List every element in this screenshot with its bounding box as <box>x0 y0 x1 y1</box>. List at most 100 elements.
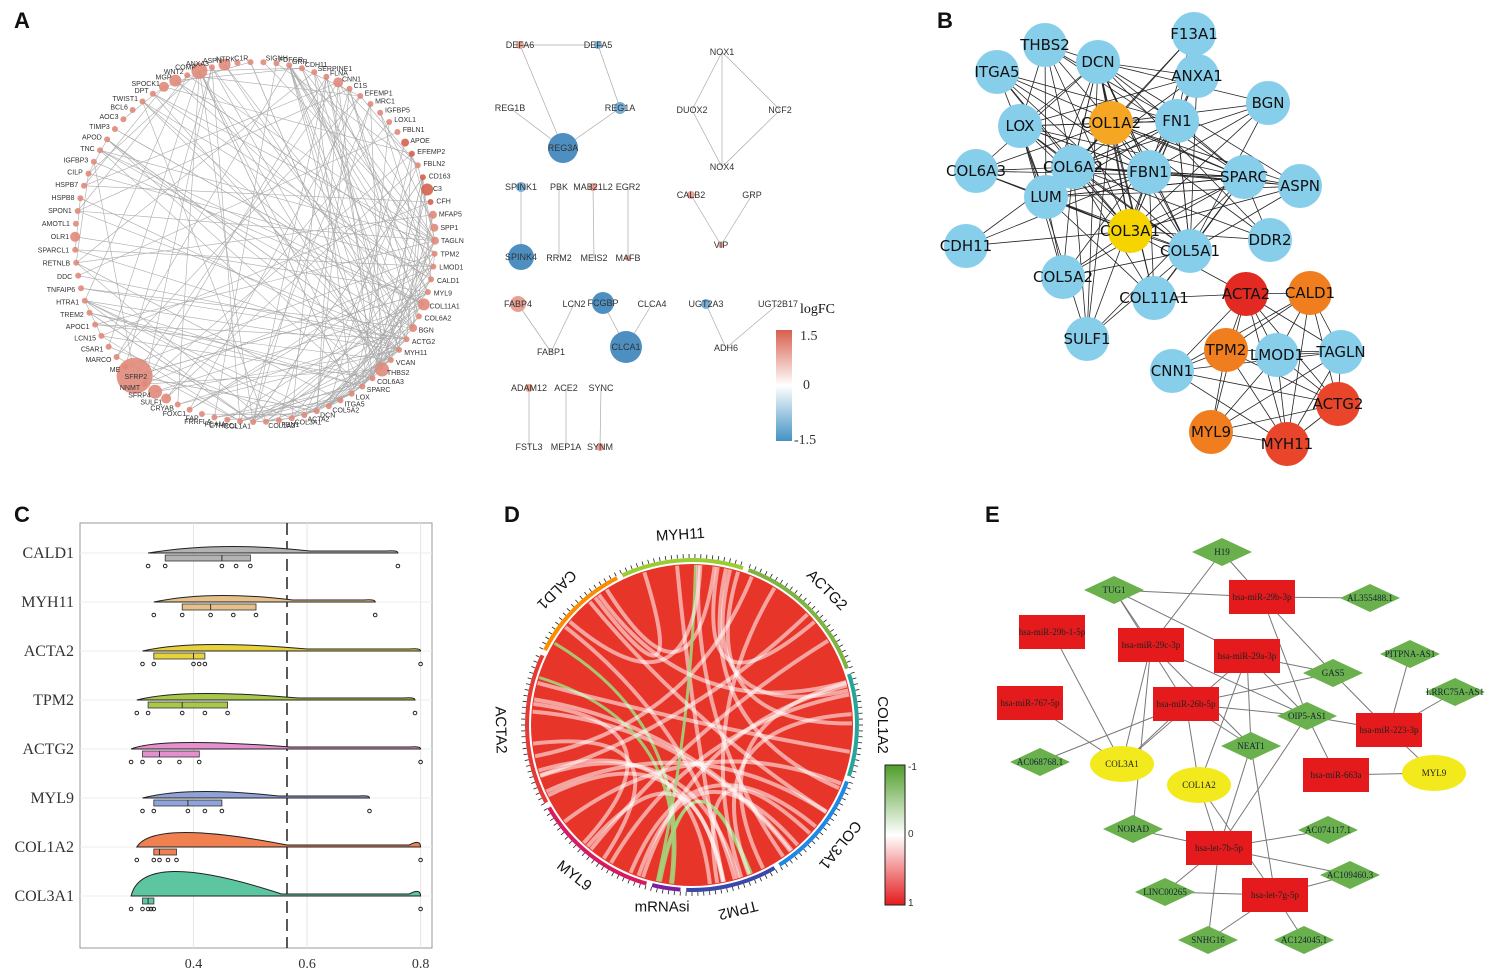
gene-label-reg3a: REG3A <box>548 143 579 153</box>
data-point-tpm2 <box>145 710 151 716</box>
gene-label-col6a2: COL6A2 <box>425 316 452 323</box>
ppi-label-myl9: MYL9 <box>1191 423 1231 441</box>
chord-tick <box>848 781 853 784</box>
data-point-acta2 <box>202 661 208 667</box>
chord-tick <box>577 848 581 853</box>
chord-tick <box>533 660 538 663</box>
chord-tick <box>717 556 720 561</box>
gene-node-col1a2 <box>263 418 269 425</box>
ppi-label-cald1: CALD1 <box>1285 284 1335 302</box>
mirna-node-hsa-mir-29c-3p <box>1118 628 1184 662</box>
data-point-myh11 <box>208 612 213 618</box>
chord-tick <box>635 563 638 568</box>
network-edge <box>144 67 213 385</box>
gene-label-ntrk: NTRK <box>216 56 235 63</box>
chord-tick <box>601 866 604 871</box>
gene-node-cfh <box>427 199 434 205</box>
gene-label-reg1a: REG1A <box>605 103 636 113</box>
lncrna-label-linc00265: LINC00265 <box>1143 887 1187 897</box>
gene-label-sparc: SPARC <box>367 387 391 394</box>
ppi-edge <box>1097 61 1271 241</box>
cerna-edge <box>1218 715 1308 849</box>
gene-label-adh6: ADH6 <box>714 343 738 353</box>
chord-tick <box>815 610 820 614</box>
chord-tick <box>794 856 798 860</box>
ppi-node-col11a1 <box>1132 276 1176 320</box>
chord-tick <box>723 557 725 562</box>
gene-node-apoc1 <box>92 321 99 328</box>
ppi-edge <box>1044 44 1178 122</box>
gene-label-cfh: CFH <box>436 199 450 206</box>
chord-ribbon <box>636 790 800 877</box>
network-edge <box>89 312 254 423</box>
network-edge <box>84 75 188 301</box>
chord-tick <box>535 655 540 658</box>
chord-tick <box>734 559 737 564</box>
gene-label-hspb7: HSPB7 <box>55 182 78 189</box>
ppi-edge <box>1072 166 1088 340</box>
y-tick-label-myh11: MYH11 <box>21 594 74 611</box>
chord-tick <box>729 558 731 563</box>
network-edge <box>288 65 432 280</box>
gene-node-lcn15 <box>98 332 105 339</box>
chord-tick <box>548 631 553 635</box>
chord-ribbon <box>553 641 677 884</box>
ppi-edge <box>1129 185 1301 232</box>
gene-label-marco: MARCO <box>85 357 112 364</box>
gene-node-spink1 <box>516 182 526 192</box>
chord-sector-myh11 <box>621 558 744 578</box>
gene-label-frrfla: FRRFLA <box>184 419 212 426</box>
density-cloud-cald1 <box>148 545 399 554</box>
gene-label-tpm2: TPM2 <box>441 252 460 259</box>
density-cloud-col3a1 <box>130 871 422 897</box>
chord-tick <box>667 890 670 895</box>
chord-tick <box>638 883 641 888</box>
gene-node-calb2 <box>687 191 695 199</box>
chord-label-actg2: ACTG2 <box>803 567 850 614</box>
gene-label-sparcl1: SPARCL1 <box>38 248 69 255</box>
gene-node-spock1 <box>158 81 169 92</box>
data-point-myh11 <box>253 612 259 618</box>
chord-tick <box>841 649 846 653</box>
density-cloud-actg2 <box>130 741 422 750</box>
ppi-node-col6a2 <box>1051 145 1095 189</box>
chord-tick <box>819 831 824 836</box>
chord-tick <box>603 578 607 583</box>
gene-label-c5ar1: C5AR1 <box>81 347 104 354</box>
chord-tick <box>611 872 614 877</box>
network-edge <box>163 86 412 154</box>
network-edge <box>263 61 436 241</box>
gene-node-vip <box>718 242 724 248</box>
chord-tick <box>830 818 835 821</box>
gene-label-efemp2: EFEMP2 <box>417 149 445 156</box>
gene-node-col3a1 <box>288 415 295 422</box>
cerna-edge <box>1132 644 1152 830</box>
ppi-edge <box>1062 120 1178 278</box>
data-point-actg2 <box>196 759 202 765</box>
gene-node-clca1 <box>610 331 642 363</box>
network-edge <box>101 335 241 422</box>
gene-node-twist1 <box>139 98 146 105</box>
mrna-label-myl9: MYL9 <box>1422 768 1447 778</box>
data-point-cald1 <box>219 563 225 569</box>
gene-node-efemp1 <box>357 93 364 99</box>
chord-tick <box>833 634 838 637</box>
chord-ribbon <box>589 639 830 851</box>
chord-tick <box>522 700 527 703</box>
lncrna-node-ac124045-1 <box>1274 926 1334 954</box>
ppi-label-dcn: DCN <box>1081 53 1114 71</box>
subnetwork-edge <box>597 44 621 109</box>
network-edge <box>288 65 400 351</box>
network-edge <box>124 67 213 367</box>
gene-label-spock1: SPOCK1 <box>131 81 160 88</box>
gene-label-ugt2b17: UGT2B17 <box>758 299 798 309</box>
chord-tick <box>846 787 851 790</box>
data-point-col3a1 <box>128 906 134 912</box>
gene-label-meis2: MEIS2 <box>580 253 607 263</box>
ppi-edge <box>1019 125 1245 178</box>
network-edge <box>142 101 432 280</box>
lncrna-node-oip5-as1 <box>1277 702 1337 730</box>
gene-label-cilp: CILP <box>67 170 83 177</box>
ppi-label-sparc: SPARC <box>1220 168 1268 186</box>
network-edge <box>75 173 89 263</box>
